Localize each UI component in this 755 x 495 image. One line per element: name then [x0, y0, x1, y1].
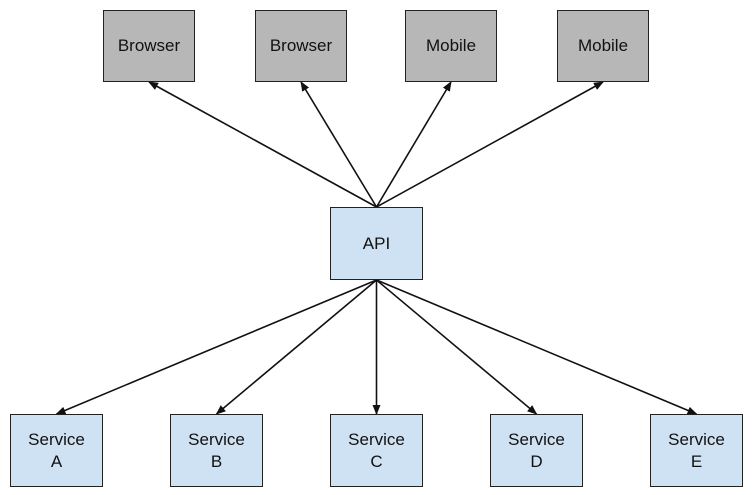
arrow-service-a — [55, 279, 377, 415]
service-node-d: Service D — [490, 414, 583, 487]
client-node-browser-1: Browser — [103, 10, 195, 82]
edge-layer — [55, 81, 698, 415]
client-label: Browser — [269, 36, 333, 55]
arrow-service-e — [376, 279, 698, 415]
arrow-client-1 — [148, 81, 377, 208]
service-node-b: Service B — [170, 414, 263, 487]
service-label: Service B — [188, 429, 245, 471]
arrow-client-3 — [375, 81, 452, 208]
arrow-service-d — [375, 279, 538, 415]
service-node-e: Service E — [650, 414, 743, 487]
client-node-mobile-2: Mobile — [557, 10, 649, 82]
arrow-client-2 — [300, 81, 378, 208]
service-label: Service A — [28, 429, 85, 471]
client-node-browser-2: Browser — [255, 10, 347, 82]
arrow-service-b — [215, 279, 378, 415]
client-label: Mobile — [425, 36, 477, 55]
service-node-c: Service C — [330, 414, 423, 487]
service-label: Service C — [348, 429, 405, 471]
service-node-a: Service A — [10, 414, 103, 487]
arrow-client-4 — [376, 81, 604, 208]
service-label: Service D — [508, 429, 565, 471]
client-node-mobile-1: Mobile — [405, 10, 497, 82]
api-node: API — [330, 207, 423, 280]
client-label: Browser — [117, 36, 181, 55]
api-label: API — [362, 233, 391, 253]
service-label: Service E — [668, 429, 725, 471]
client-label: Mobile — [577, 36, 629, 55]
